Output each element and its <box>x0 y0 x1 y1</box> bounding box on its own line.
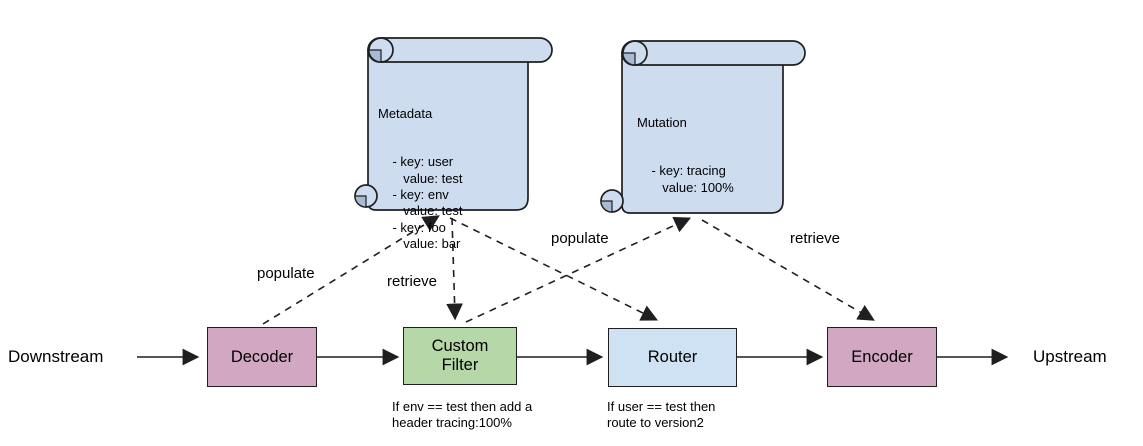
node-custom-filter: Custom Filter <box>403 327 517 385</box>
metadata-note-title: Metadata <box>378 105 433 121</box>
upstream-label: Upstream <box>1033 347 1107 366</box>
node-router: Router <box>608 328 737 387</box>
mutation-note-entries: - key: tracing value: 100% <box>651 163 734 195</box>
metadata-note: Metadata - key: user value: test - key: … <box>378 73 463 285</box>
metadata-note-entries: - key: user value: test - key: env value… <box>392 154 463 251</box>
mutation-scroll-top-curl-shade <box>622 52 636 66</box>
edge-label-retrieve-metadata: retrieve <box>387 273 438 290</box>
edge-label-populate-mutation: populate <box>551 230 609 247</box>
node-encoder: Encoder <box>827 327 937 387</box>
metadata-scroll-top-curl-shade <box>368 49 382 63</box>
metadata-scroll-shape <box>354 37 553 211</box>
downstream-label: Downstream <box>8 347 104 366</box>
custom-filter-caption: If env == test then add a header tracing… <box>392 399 533 430</box>
edge-custom-filter-populate-mutation <box>465 217 692 323</box>
mutation-note: Mutation - key: tracing value: 100% <box>637 82 734 229</box>
mutation-scroll-top-roll <box>621 40 806 66</box>
edge-metadata-retrieve-custom-filter <box>446 217 463 321</box>
mutation-note-title: Mutation <box>637 114 687 130</box>
edge-label-populate-metadata: populate <box>257 265 315 282</box>
metadata-scroll-bottom-curl-shade <box>354 195 367 208</box>
router-caption: If user == test then route to version2 <box>607 399 716 430</box>
mutation-scroll-shape <box>600 40 806 214</box>
dashed-edges <box>262 215 875 325</box>
edge-label-retrieve-mutation: retrieve <box>790 230 841 247</box>
edge-mutation-retrieve-encoder <box>701 219 875 321</box>
metadata-scroll-top-roll <box>367 37 553 63</box>
mutation-scroll-bottom-curl-shade <box>600 200 613 213</box>
node-decoder: Decoder <box>207 327 317 387</box>
mutation-scroll-body <box>621 52 784 214</box>
edge-decoder-populate-metadata <box>262 215 440 325</box>
